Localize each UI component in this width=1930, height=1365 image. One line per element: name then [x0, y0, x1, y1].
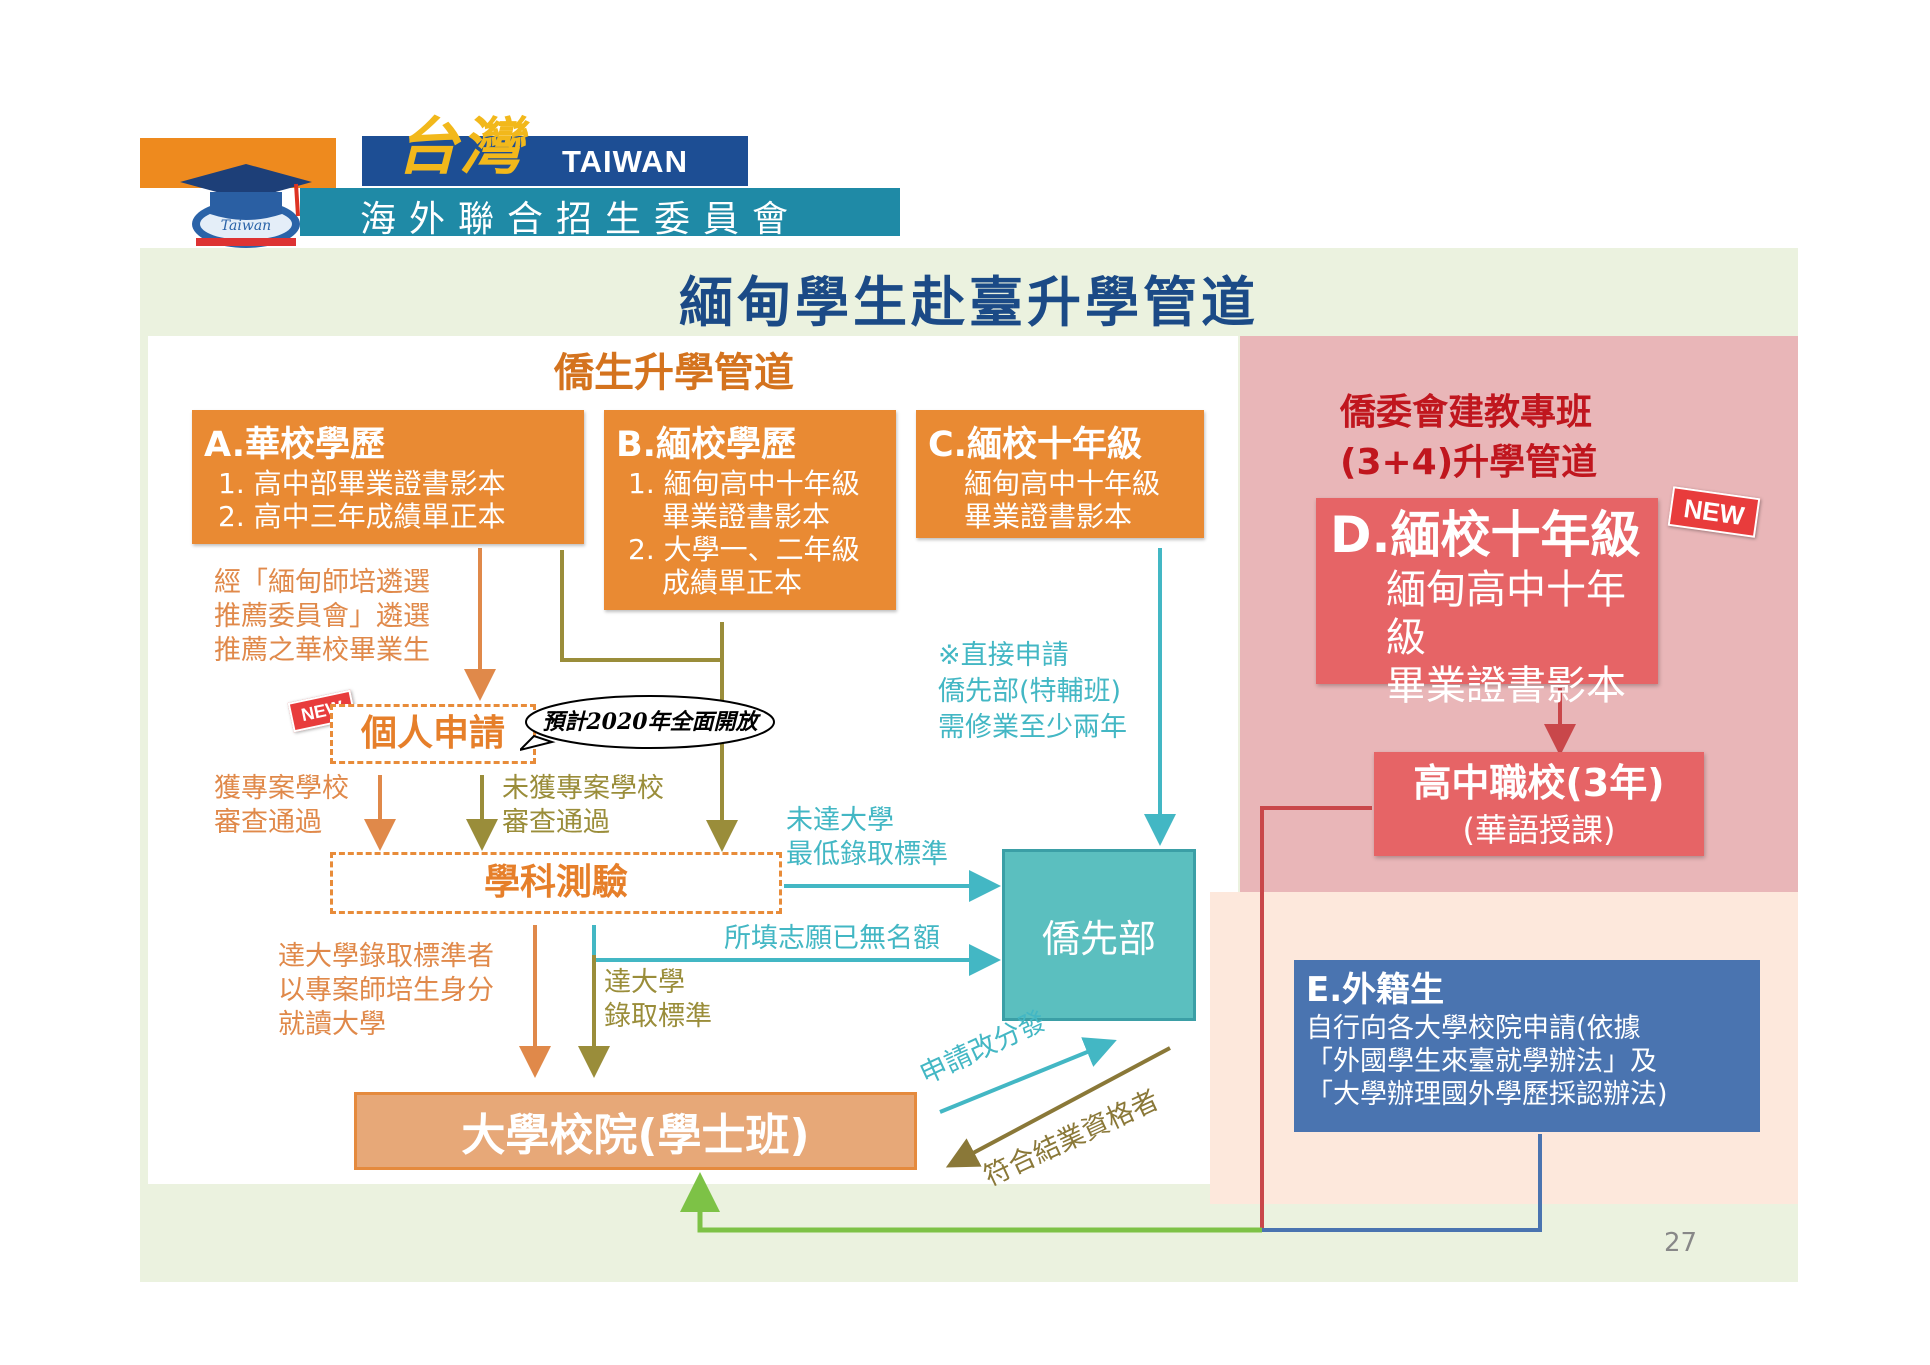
line-vocational-to-bottom — [1260, 806, 1372, 1230]
box-e-line-2: 「外國學生來臺就學辦法」及 — [1306, 1046, 1657, 1077]
box-b-line-2: 畢業證書影本 — [662, 500, 831, 533]
box-d-line-1: 緬甸高中十年級 — [1386, 567, 1626, 661]
box-e-head: E.外籍生 — [1306, 970, 1445, 1010]
box-a-line-2: 2. 高中三年成績單正本 — [218, 500, 506, 533]
box-c-line-2: 畢業證書影本 — [964, 500, 1133, 533]
box-b: B.緬校學歷 1. 緬甸高中十年級 畢業證書影本 2. 大學一、二年級 成績單正… — [604, 410, 896, 610]
annotation-a-line-1: 經「緬甸師培遴選 — [214, 567, 430, 598]
reached-special-line-2: 以專案師培生身分 — [278, 975, 494, 1006]
direct-apply-line-1: ※直接申請 — [938, 640, 1069, 671]
reached-label: 達大學 錄取標準 — [604, 966, 712, 1034]
box-c-head: C.緬校十年級 — [928, 425, 1142, 465]
arrow-completed — [945, 1046, 1171, 1168]
approved-label-line-2: 審查通過 — [214, 807, 322, 838]
graduation-cap-icon: Taiwan — [180, 164, 312, 248]
box-c: C.緬校十年級 緬甸高中十年級 畢業證書影本 — [916, 410, 1204, 538]
box-b-line-4: 成績單正本 — [662, 566, 803, 599]
reached-special-label: 達大學錄取標準者 以專案師培生身分 就讀大學 — [278, 940, 494, 1042]
reached-line-2: 錄取標準 — [604, 1001, 712, 1032]
approved-label-line-1: 獲專案學校 — [214, 773, 349, 804]
vocational-line-2: (華語授課) — [1462, 811, 1616, 849]
slide-title: 緬甸學生赴臺升學管道 — [679, 270, 1259, 334]
box-b-head: B.緬校學歷 — [616, 425, 796, 465]
box-e: E.外籍生 自行向各大學校院申請(依據 「外國學生來臺就學辦法」及 「大學辦理國… — [1294, 960, 1760, 1132]
vocational-line-1: 高中職校(3年) — [1413, 761, 1665, 805]
speech-bubble — [520, 695, 775, 752]
approved-label: 獲專案學校 審查通過 — [214, 772, 349, 840]
box-b-line-3: 2. 大學一、二年級 — [628, 533, 860, 566]
personal-apply-box: 個人申請 — [330, 704, 536, 764]
box-c-line-1: 緬甸高中十年級 — [964, 467, 1161, 500]
logo-chinese: 海外聯合招生委員會 — [360, 199, 802, 240]
annotation-a: 經「緬甸師培遴選 推薦委員會」遴選 推薦之華校畢業生 — [214, 566, 430, 668]
not-approved-label-line-1: 未獲專案學校 — [502, 773, 664, 804]
university-box: 大學校院(學士班) — [354, 1092, 917, 1170]
speech-bubble-text: 預計2020年全面開放 — [542, 709, 758, 735]
annotation-a-line-2: 推薦委員會」遴選 — [214, 601, 430, 632]
quota-full-label: 所填志願已無名額 — [724, 923, 940, 954]
arrow-green-to-univ — [680, 1172, 1262, 1233]
emblem-text: Taiwan — [221, 218, 271, 234]
box-e-line-3: 「大學辦理國外學歷採認辦法) — [1306, 1079, 1668, 1110]
annotation-a-line-3: 推薦之華校畢業生 — [214, 635, 430, 666]
box-d-line-2: 畢業證書影本 — [1386, 663, 1626, 709]
right-title-line-2: (3+4)升學管道 — [1340, 442, 1598, 483]
logo-english: TAIWAN — [562, 144, 688, 179]
arrow-reassign — [939, 1037, 1117, 1114]
prep-school-box: 僑先部 — [1002, 849, 1196, 1021]
reached-special-line-1: 達大學錄取標準者 — [278, 941, 494, 972]
box-d: D.緬校十年級 緬甸高中十年級 畢業證書影本 — [1316, 498, 1658, 709]
reached-special-line-3: 就讀大學 — [278, 1009, 386, 1040]
box-a-line-1: 1. 高中部畢業證書影本 — [218, 467, 506, 500]
box-e-line-1: 自行向各大學校院申請(依據 — [1306, 1013, 1641, 1044]
line-e-to-bottom — [1262, 1134, 1542, 1232]
below-min-label: 未達大學 最低錄取標準 — [786, 804, 948, 872]
direct-apply-line-3: 需修業至少兩年 — [938, 712, 1127, 743]
logo-teal-bar — [300, 188, 900, 236]
right-section-title: 僑委會建教專班 (3+4)升學管道 — [1340, 388, 1597, 488]
right-title-line-1: 僑委會建教專班 — [1340, 392, 1593, 433]
reached-line-1: 達大學 — [604, 967, 685, 998]
logo-script-text: 台灣 — [396, 110, 525, 183]
vocational-box: 高中職校(3年) (華語授課) — [1374, 752, 1704, 856]
below-min-line-2: 最低錄取標準 — [786, 839, 948, 870]
direct-apply-note: ※直接申請 僑先部(特輔班) 需修業至少兩年 — [938, 638, 1127, 746]
below-min-line-1: 未達大學 — [786, 805, 894, 836]
logo-blue-bar — [362, 136, 748, 186]
not-approved-label: 未獲專案學校 審查通過 — [502, 772, 664, 840]
direct-apply-line-2: 僑先部(特輔班) — [938, 676, 1122, 707]
not-approved-label-line-2: 審查通過 — [502, 807, 610, 838]
box-a-head: A.華校學歷 — [204, 425, 386, 465]
page-number: 27 — [1664, 1228, 1698, 1258]
box-d-head: D.緬校十年級 — [1330, 506, 1641, 564]
subject-test-box: 學科測驗 — [330, 852, 782, 914]
left-section-title: 僑生升學管道 — [554, 350, 794, 396]
box-a: A.華校學歷 1. 高中部畢業證書影本 2. 高中三年成績單正本 — [192, 410, 584, 544]
box-b-line-1: 1. 緬甸高中十年級 — [628, 467, 860, 500]
